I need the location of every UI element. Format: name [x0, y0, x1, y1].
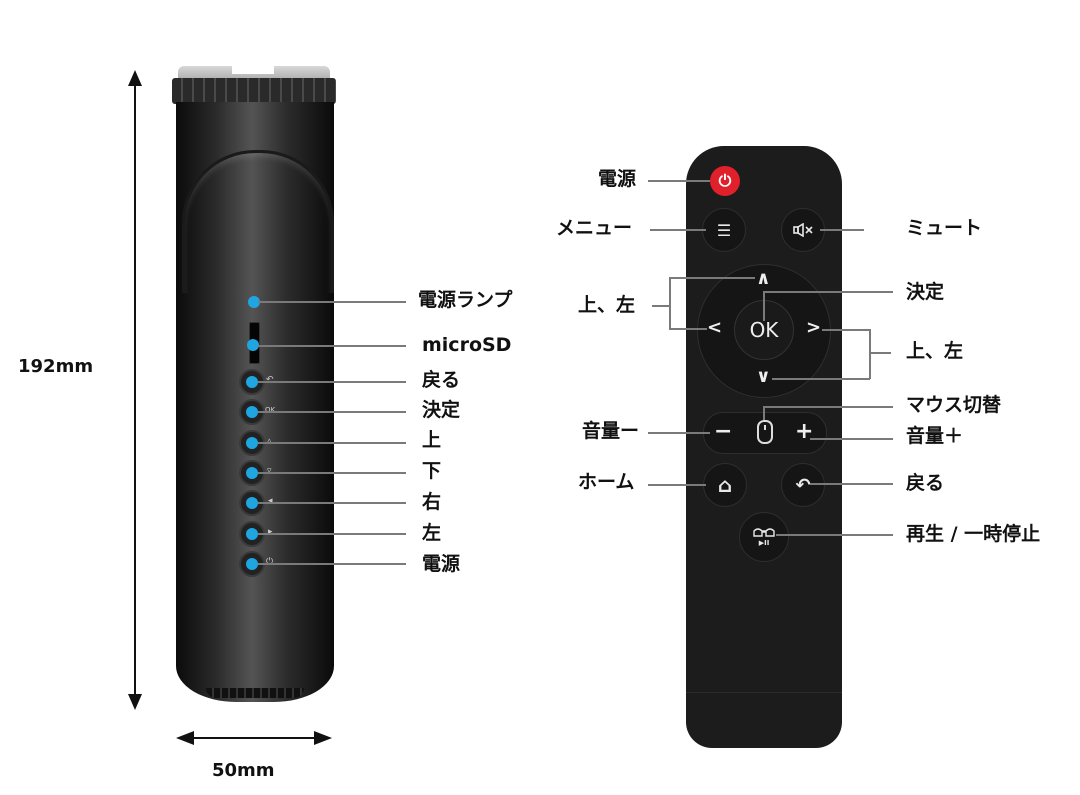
ok-marker	[246, 406, 258, 418]
dpad-right-button[interactable]: >	[806, 317, 822, 338]
callout-line-mute	[820, 229, 864, 231]
power-icon: ⏻	[266, 557, 274, 567]
label-down: 下	[422, 460, 442, 482]
cap-notch	[232, 66, 274, 74]
dpad-up-button[interactable]: ∧	[756, 268, 771, 289]
mute-icon	[793, 223, 813, 237]
callout-line-right	[258, 502, 406, 504]
power-lamp-indicator	[248, 296, 260, 308]
callout-line-menu	[650, 229, 706, 231]
remote-menu-button[interactable]: ☰	[702, 208, 746, 252]
callout-line-vol-down	[648, 432, 710, 434]
down-arrow-icon: ▿	[267, 466, 272, 476]
remote-play-pause-button[interactable]: ▶II	[739, 512, 789, 562]
play-pause-icon: ▶II	[758, 539, 770, 547]
power-icon: ⏻	[718, 171, 732, 190]
callout-line-up-arrow	[669, 277, 755, 279]
remote-home-button[interactable]: ⌂	[703, 463, 747, 507]
callout-line-back	[810, 483, 893, 485]
label-mute: ミュート	[906, 217, 983, 239]
callout-line-mouse	[763, 406, 893, 408]
label-play-pause: 再生 / 一時停止	[906, 523, 1041, 545]
callout-line-down	[258, 472, 406, 474]
label-right: 右	[422, 491, 442, 513]
ok-icon: OK	[265, 406, 276, 414]
label-power-lamp: 電源ランプ	[418, 289, 513, 311]
3d-glasses-icon	[753, 528, 775, 537]
projector-focus-ring	[172, 78, 336, 104]
double-arrow-vertical-icon	[128, 70, 142, 710]
callout-line-right-down-stem	[869, 352, 891, 354]
menu-list-icon: ☰	[716, 220, 732, 240]
height-label: 192mm	[18, 356, 94, 377]
projector-bottom-grille	[206, 688, 304, 698]
label-up-left: 上、左	[578, 294, 636, 316]
callout-line-mouse-vertical	[763, 406, 765, 420]
callout-line-vol-up	[810, 438, 893, 440]
up-arrow-icon: ▵	[267, 436, 272, 446]
label-back: 戻る	[422, 369, 461, 391]
callout-line-power-lamp	[258, 301, 406, 303]
remote-power-button[interactable]: ⏻	[710, 166, 740, 196]
height-dimension-arrow	[128, 70, 142, 710]
volume-down-button[interactable]: −	[714, 419, 733, 444]
callout-line-left	[258, 533, 406, 535]
callout-line-home	[648, 484, 706, 486]
callout-line-remote-power	[648, 180, 710, 182]
callout-line-play-pause	[776, 534, 893, 536]
callout-line-up	[258, 442, 406, 444]
label-remote-ok: 決定	[906, 281, 945, 303]
callout-line-ok-vertical	[763, 291, 765, 321]
right-marker	[246, 497, 258, 509]
label-up: 上	[422, 429, 442, 451]
callout-line-down-arrow	[772, 378, 870, 380]
home-icon: ⌂	[717, 473, 733, 497]
callout-bracket-up-left	[669, 277, 671, 329]
label-power: 電源	[422, 553, 461, 575]
down-marker	[246, 467, 258, 479]
callout-line-up-left-stem	[652, 305, 670, 307]
callout-line-ok	[258, 411, 406, 413]
dpad-left-button[interactable]: <	[707, 317, 723, 338]
label-right-down: 上、左	[906, 340, 964, 362]
label-home: ホーム	[578, 471, 635, 493]
label-menu: メニュー	[556, 217, 633, 239]
volume-rocker	[703, 412, 827, 454]
callout-line-power	[258, 563, 406, 565]
callout-line-left-arrow	[669, 328, 707, 330]
label-remote-back: 戻る	[906, 472, 945, 494]
projector-arch-seam	[182, 150, 334, 293]
back-marker	[246, 376, 258, 388]
label-vol-up: 音量＋	[906, 425, 964, 447]
label-vol-down: 音量ー	[582, 420, 640, 442]
remote-battery-seam	[686, 692, 842, 693]
callout-line-microsd	[258, 345, 406, 347]
label-mouse-toggle: マウス切替	[906, 394, 1002, 416]
callout-line-back	[258, 381, 406, 383]
microsd-marker	[247, 339, 259, 351]
ok-label: OK	[749, 318, 779, 342]
power-marker	[246, 558, 258, 570]
back-icon: ↶	[266, 375, 274, 385]
up-marker	[246, 437, 258, 449]
label-ok: 決定	[422, 399, 461, 421]
left-arrow-icon: ▸	[268, 527, 273, 537]
remote-back-button[interactable]: ↶	[781, 463, 825, 507]
left-marker	[246, 528, 258, 540]
dpad-down-button[interactable]: ∨	[756, 366, 771, 387]
mouse-toggle-button[interactable]	[757, 420, 773, 444]
double-arrow-horizontal-icon	[176, 731, 332, 745]
callout-line-ok-right	[763, 291, 893, 293]
callout-bracket-right-down	[869, 329, 871, 379]
width-label: 50mm	[212, 760, 275, 781]
volume-up-button[interactable]: +	[795, 419, 814, 444]
remote-mute-button[interactable]	[781, 208, 825, 252]
width-dimension-arrow	[176, 730, 332, 746]
callout-line-right-arrow	[822, 329, 870, 331]
label-microsd: microSD	[422, 334, 512, 356]
label-remote-power: 電源	[598, 168, 637, 190]
label-left: 左	[422, 522, 442, 544]
right-arrow-icon: ◂	[268, 496, 273, 506]
back-icon: ↶	[795, 474, 811, 496]
